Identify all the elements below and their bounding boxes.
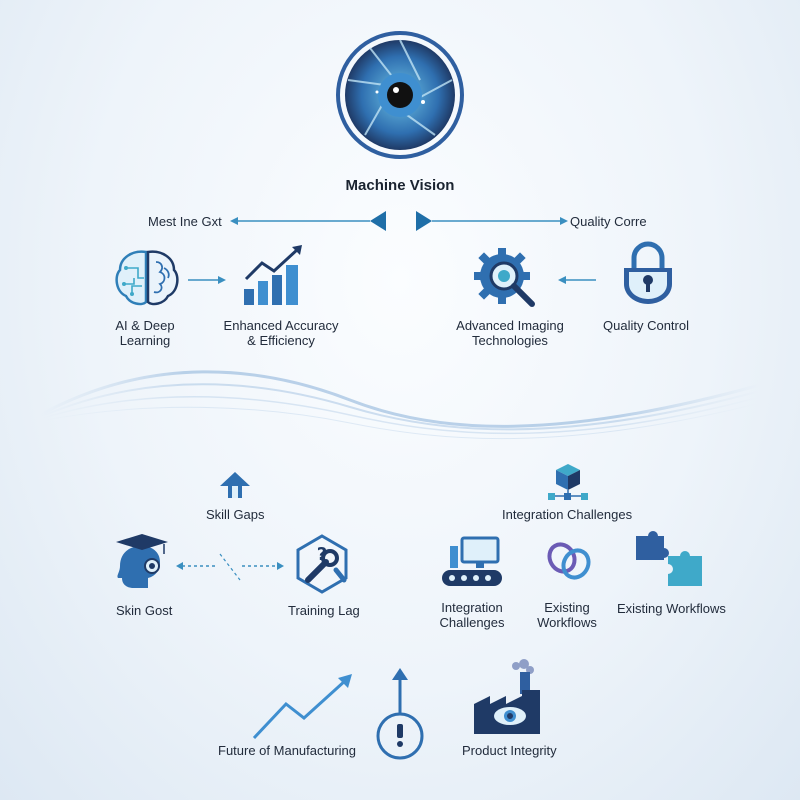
top-right-label: Quality Corre [570,214,647,229]
alert-arrow-icon [376,668,424,760]
interlock-rings-icon [547,542,591,580]
training-lag-label: Training Lag [288,603,360,618]
row1-arrow-a [188,276,226,284]
growth-chart-icon [244,245,302,305]
wrench-question-icon: ? [296,534,348,594]
right-connector-arrow [416,211,568,231]
padlock-icon [624,241,672,304]
integrity-label: Product Integrity [462,743,557,758]
eye-lens-icon [336,31,464,159]
graduate-head-icon [116,534,168,588]
wave-divider [39,370,761,440]
trend-arrow-icon [252,674,352,740]
quality-label: Quality Control [603,318,689,333]
row1-arrow-b [558,276,596,284]
left-connector-arrow [230,211,386,231]
accuracy-label: Enhanced Accuracy & Efficiency [223,318,339,348]
imaging-label: Advanced Imaging Technologies [456,318,564,348]
brain-circuit-icon [115,250,179,306]
top-left-label: Mest Ine Gxt [148,214,222,229]
existing-workflows-label-2: Existing Workflows [617,601,726,616]
ai-label: AI & Deep Learning [115,318,175,348]
existing-workflows-label: Existing Workflows [537,600,597,630]
skin-gost-label: Skin Gost [116,603,173,618]
skill-gaps-title: Skill Gaps [206,507,265,522]
gear-magnifier-icon [474,248,535,307]
factory-eye-icon [474,659,540,734]
integration-label: Integration Challenges [439,600,505,630]
skill-dashed-connector [176,553,284,581]
integration-title: Integration Challenges [502,507,633,522]
up-arrow-icon [220,472,250,498]
conveyor-monitor-icon [442,536,502,586]
page-title: Machine Vision [345,177,455,194]
puzzle-icon [636,531,702,586]
cube-network-icon [548,464,588,500]
future-label: Future of Manufacturing [218,743,357,758]
